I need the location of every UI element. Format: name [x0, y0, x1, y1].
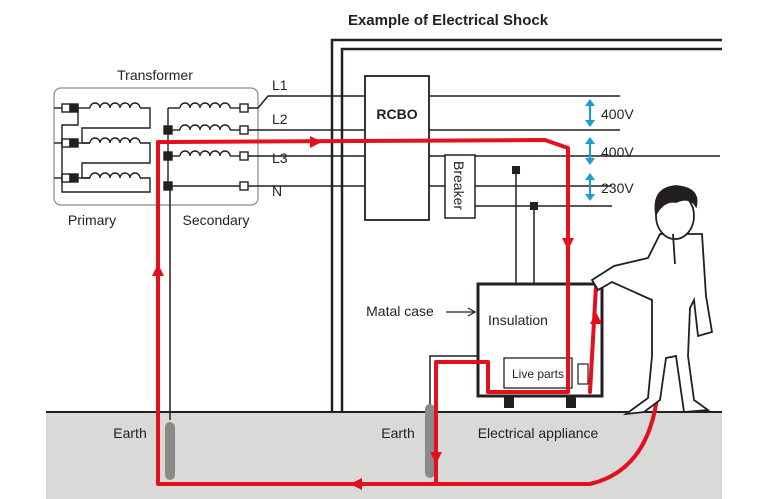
- building-wall: [330, 38, 722, 412]
- insulation-label: Insulation: [488, 312, 548, 328]
- rcbo-box: [364, 75, 430, 221]
- appliance-switch: [577, 363, 589, 385]
- metal-case-pointer: [446, 307, 477, 317]
- appliance-foot: [566, 396, 576, 408]
- voltage-label: 400V: [601, 144, 634, 160]
- breaker-box: [444, 154, 476, 219]
- person-figure: [590, 185, 714, 416]
- primary-windings: [54, 102, 151, 193]
- metal-case-label: Matal case: [366, 303, 434, 319]
- live-parts-label: Live parts: [512, 367, 564, 381]
- appliance-label: Electrical appliance: [478, 425, 599, 441]
- breaker-label: Breaker: [451, 161, 467, 210]
- live-parts-box: [503, 357, 573, 389]
- earth-rod: [165, 422, 175, 480]
- primary-label: Primary: [68, 212, 116, 228]
- line-label-n: N: [272, 183, 282, 199]
- appliance-foot: [504, 396, 514, 408]
- junction-dot: [512, 166, 520, 174]
- rcbo-label: RCBO: [376, 106, 417, 122]
- earth-wire: [429, 355, 478, 412]
- supply-lines: [248, 95, 720, 207]
- junction-dot: [530, 202, 538, 210]
- line-label-l1: L1: [272, 77, 288, 93]
- appliance-wiring: [515, 170, 535, 284]
- earth-label: Earth: [381, 425, 414, 441]
- voltage-label: 230V: [601, 180, 634, 196]
- voltage-arrows: [585, 99, 595, 201]
- earth-label: Earth: [113, 425, 146, 441]
- earth-rod: [425, 404, 435, 478]
- line-label-l2: L2: [272, 111, 288, 127]
- transformer-label: Transformer: [117, 67, 193, 83]
- line-label-l3: L3: [272, 150, 288, 166]
- secondary-windings: [163, 102, 249, 191]
- diagram-title: Example of Electrical Shock: [348, 12, 549, 29]
- voltage-label: 400V: [601, 106, 634, 122]
- secondary-label: Secondary: [183, 212, 250, 228]
